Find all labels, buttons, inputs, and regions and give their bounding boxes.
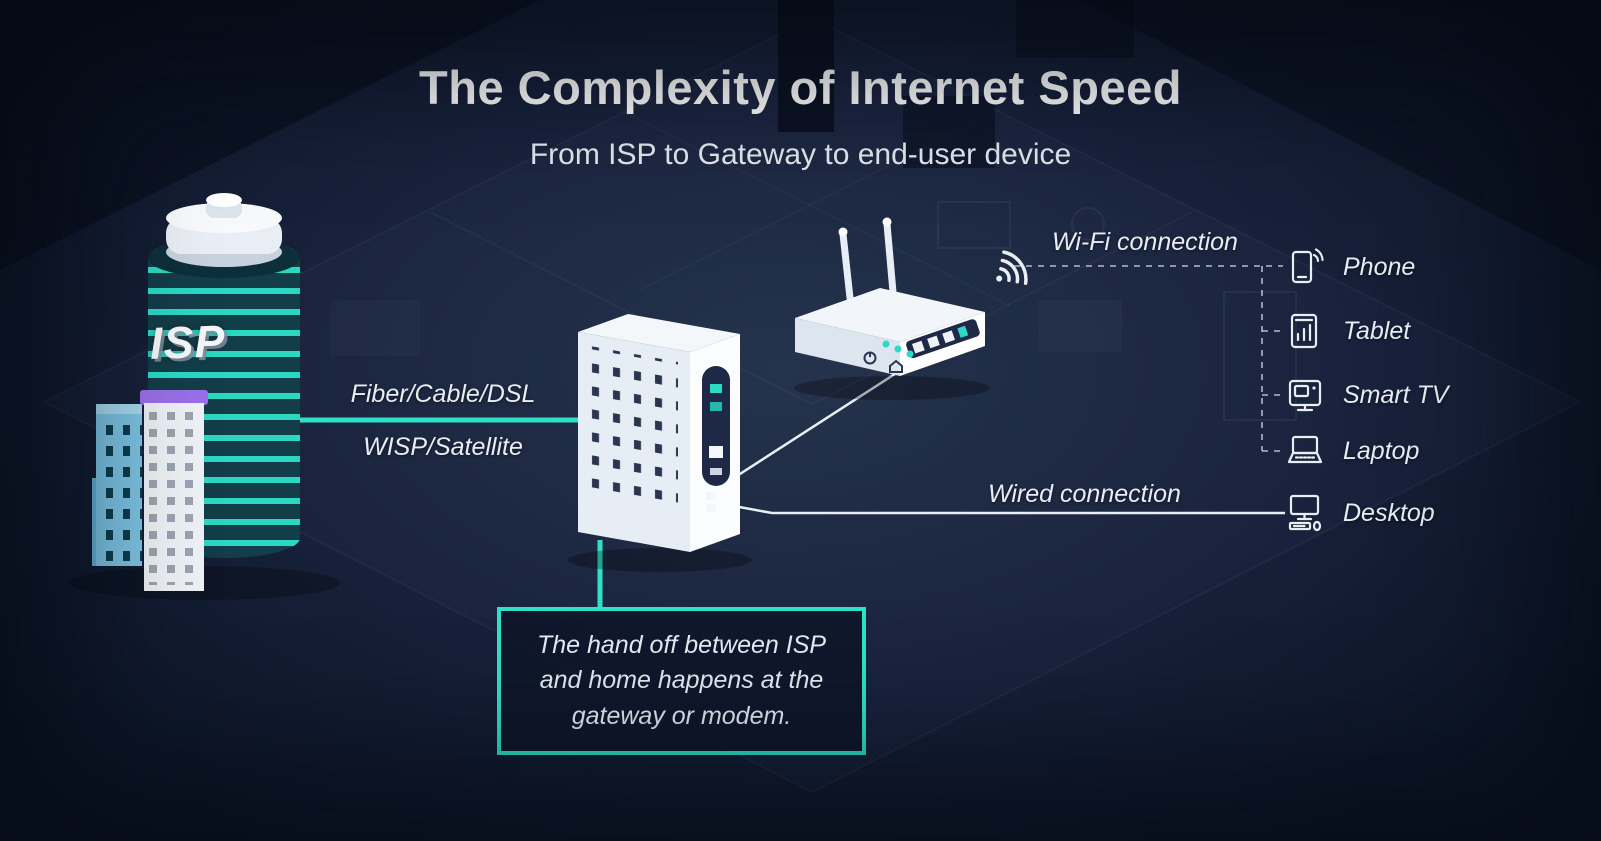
device-row-tablet: Tablet [1283, 308, 1410, 354]
gateway-callout-box: The hand off between ISP and home happen… [497, 607, 866, 755]
isp-link-label-wisp: WISP/Satellite [363, 433, 523, 461]
gateway-callout-text: The hand off between ISP and home happen… [536, 630, 827, 730]
device-label-smart-tv: Smart TV [1343, 380, 1449, 409]
device-row-phone: Phone [1283, 244, 1415, 290]
laptop-icon [1287, 435, 1323, 464]
isp-link-label-fiber: Fiber/Cable/DSL [350, 380, 536, 408]
isp-building-label: ISP [149, 315, 227, 369]
router [794, 217, 990, 400]
background-floorplan [41, 16, 1583, 794]
device-row-laptop: Laptop [1283, 428, 1419, 474]
page-subtitle: From ISP to Gateway to end-user device [529, 138, 1072, 171]
gateway-modem [568, 314, 752, 572]
smart-tv-icon [1288, 379, 1322, 412]
page-title: The Complexity of Internet Speed [419, 61, 1182, 114]
wifi-connection-label: Wi-Fi connection [1052, 228, 1238, 256]
device-row-smart-tv: Smart TV [1283, 372, 1449, 418]
device-label-tablet: Tablet [1343, 316, 1411, 345]
phone-icon [1291, 248, 1324, 284]
device-label-phone: Phone [1343, 252, 1416, 281]
city-buildings [92, 390, 208, 591]
device-label-laptop: Laptop [1343, 436, 1420, 465]
wifi-dashed-line [1014, 265, 1283, 452]
wired-connection-label: Wired connection [988, 480, 1181, 508]
device-label-desktop: Desktop [1343, 498, 1435, 527]
wifi-waves-icon [996, 250, 1028, 285]
modem-to-router-cable [711, 370, 899, 494]
desktop-icon [1288, 494, 1322, 532]
tablet-icon [1290, 313, 1318, 349]
device-row-desktop: Desktop [1283, 490, 1435, 536]
